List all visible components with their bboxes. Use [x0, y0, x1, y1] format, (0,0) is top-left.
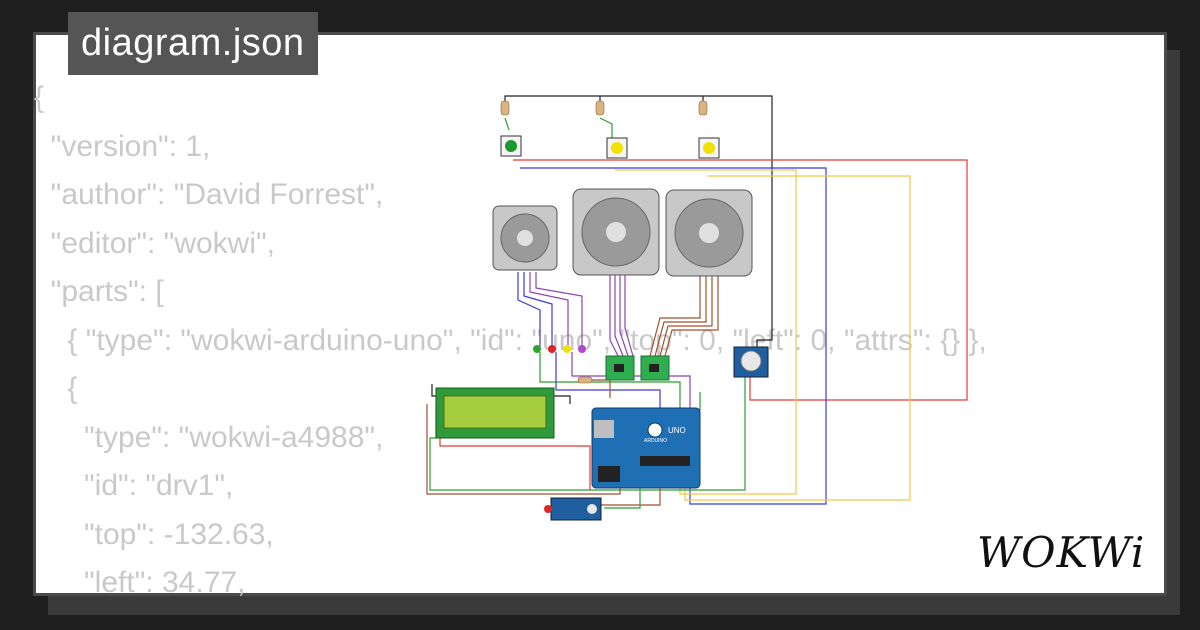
wire-blue: [555, 352, 661, 410]
code-line: "parts": [: [34, 275, 164, 308]
light-sensor-module: [544, 497, 602, 521]
resistor: [577, 376, 593, 384]
board-label: UNO: [668, 426, 686, 435]
resistor: [500, 100, 510, 116]
leds: [533, 345, 586, 353]
code-line: "author": "David Forrest",: [34, 178, 384, 211]
wire-purple: [624, 275, 634, 357]
svg-text:WOKWi: WOKWi: [977, 528, 1145, 577]
wire-blue: [517, 272, 541, 350]
push-button-cap: [703, 142, 715, 154]
code-line: { "type": "wokwi-arduino-uno", "id": "un…: [34, 323, 987, 357]
code-line: "left": 34.77,: [34, 566, 246, 599]
wire-purple: [529, 272, 569, 350]
wire-purple: [614, 275, 624, 357]
wire-brown: [659, 275, 713, 357]
led-yellow: [563, 345, 571, 353]
stepper-motors: [492, 188, 753, 277]
diagram-json-code: { "version": 1, "author": "David Forrest…: [34, 74, 987, 608]
wire-brown: [654, 275, 707, 357]
resistor: [595, 100, 605, 116]
wire-blue: [520, 167, 827, 505]
arduino-uno-board: UNO ARDUINO: [591, 407, 701, 489]
wire-brown: [649, 275, 701, 357]
wire-blue: [523, 272, 553, 350]
stepper-drivers: [605, 355, 670, 381]
code-line: "top": -132.63,: [34, 517, 274, 551]
code-line: "type": "wokwi-a4988",: [34, 420, 384, 454]
wire-green: [604, 486, 641, 509]
wire-yellow: [684, 175, 911, 501]
code-line: "editor": "wokwi",: [34, 226, 275, 260]
code-line: "version": 1,: [34, 129, 211, 163]
push-button-cap: [505, 140, 517, 152]
potentiometer: [733, 346, 769, 378]
wire-red: [513, 159, 968, 401]
led-red: [548, 345, 556, 353]
code-line: {: [34, 81, 45, 114]
wire-green: [504, 117, 510, 131]
code-line: "id": "drv1",: [34, 469, 234, 502]
resistors: [500, 100, 708, 384]
wire-purple: [535, 272, 583, 350]
led-purple: [578, 345, 586, 353]
board-brand: ARDUINO: [644, 438, 667, 444]
resistor: [698, 100, 708, 116]
wires: [426, 95, 968, 509]
wokwi-logo: WOKWi: [977, 528, 1145, 577]
led-green: [533, 345, 541, 353]
lcd-display: [435, 387, 555, 439]
wire-purple: [619, 275, 629, 357]
push-buttons: [500, 135, 720, 159]
wire-brown: [664, 275, 719, 357]
wire-brown: [590, 486, 661, 506]
wire-green: [599, 117, 613, 140]
code-line: {: [34, 372, 78, 405]
push-button-cap: [611, 142, 623, 154]
file-name-tab: diagram.json: [68, 12, 318, 75]
wire-purple: [609, 275, 619, 357]
wire-yellow: [615, 169, 797, 495]
